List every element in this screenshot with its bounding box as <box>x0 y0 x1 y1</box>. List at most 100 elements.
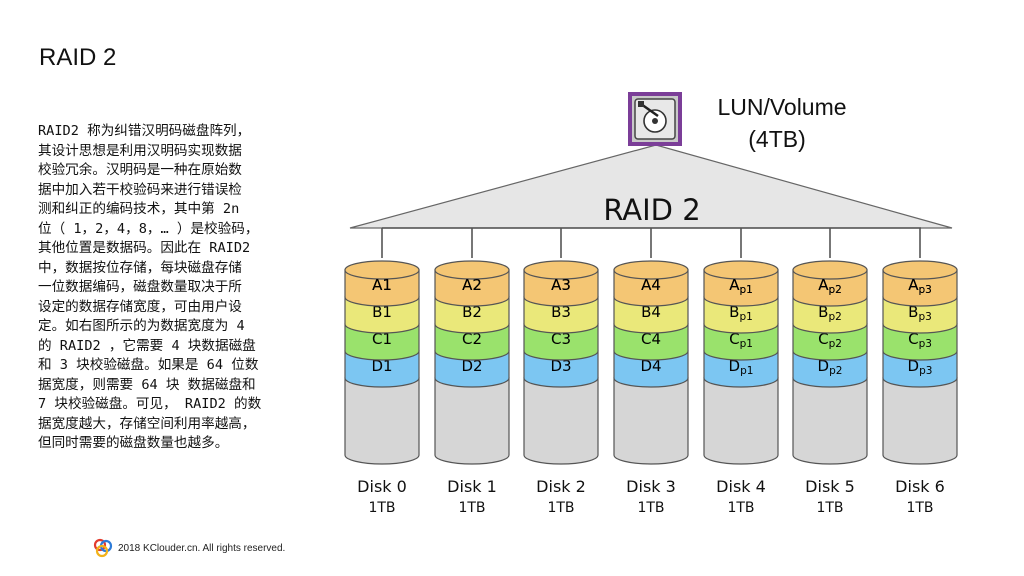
description-line: 位（ 1，2，4，8，… ）是校验码， <box>38 220 259 237</box>
block-label: Dp1 <box>729 357 754 377</box>
data-block <box>434 323 510 361</box>
disk-top <box>882 260 958 280</box>
page-title: RAID 2 <box>39 44 117 71</box>
lun-label-line1: LUN/Volume <box>717 94 846 120</box>
data-block <box>882 296 958 334</box>
description-line: 中，数据按位存储，每块磁盘存储 <box>38 259 242 276</box>
description-line: 其他位置是数据码。因此在 RAID2 <box>38 240 251 256</box>
disk-name-label: Disk 2 <box>536 477 586 496</box>
data-block <box>703 323 779 361</box>
block-label: C4 <box>641 330 661 348</box>
block-label: Ap3 <box>908 276 932 296</box>
disk-top <box>344 260 420 280</box>
data-block <box>344 350 420 388</box>
block-label: D2 <box>461 357 482 375</box>
block-label: Cp2 <box>818 330 842 350</box>
description-line: 7 块校验磁盘。可见， RAID2 的数 <box>38 396 262 412</box>
block-label: A1 <box>372 276 392 294</box>
description-line: 据宽度，则需要 64 块 数据磁盘和 <box>38 376 256 393</box>
disk-name-label: Disk 5 <box>805 477 855 496</box>
block-label: Ap3 <box>908 276 932 296</box>
disk-capacity-label: 1TB <box>547 500 574 516</box>
data-block <box>344 323 420 361</box>
block-label: B3 <box>551 303 571 321</box>
block-label: Ap2 <box>818 276 842 296</box>
disk-body <box>523 377 599 465</box>
description-line: 但同时需要的磁盘数量也越多。 <box>38 435 229 451</box>
description-line: RAID2 称为纠错汉明码磁盘阵列， <box>38 123 251 139</box>
disk-top <box>613 260 689 280</box>
disk-capacity-label: 1TB <box>637 500 664 516</box>
block-label: A2 <box>462 276 482 294</box>
disk-body <box>792 377 868 465</box>
disk-body <box>434 377 510 465</box>
block-label: C3 <box>551 330 571 348</box>
block-label: Bp1 <box>729 303 753 323</box>
description-line: 设定的数据存储宽度，可由用户设 <box>38 298 242 315</box>
description-line: 校验冗余。汉明码是一种在原始数 <box>38 162 242 178</box>
data-block <box>434 269 510 307</box>
description-line: 的 RAID2 ，它需要 4 块数据磁盘 <box>38 337 256 354</box>
disk-name-label: Disk 3 <box>626 477 676 496</box>
data-block <box>792 296 868 334</box>
data-block <box>792 350 868 388</box>
data-block <box>792 269 868 307</box>
block-label: A4 <box>641 276 661 294</box>
disk-top <box>703 260 779 280</box>
data-block <box>703 296 779 334</box>
data-block <box>703 269 779 307</box>
block-label: Bp3 <box>908 303 932 323</box>
block-label: C2 <box>462 330 482 348</box>
disk-body <box>703 377 779 465</box>
block-label: C1 <box>372 330 392 348</box>
disk-capacity-label: 1TB <box>816 500 843 516</box>
data-block <box>613 296 689 334</box>
array-label: RAID 2 <box>603 193 700 227</box>
description-text: RAID2 称为纠错汉明码磁盘阵列， 其设计思想是利用汉明码实现数据校验冗余。汉明… <box>38 122 313 454</box>
block-label: A3 <box>551 276 571 294</box>
description-line: 据中加入若干校验码来进行错误检 <box>38 181 242 198</box>
block-label: D4 <box>640 357 661 375</box>
block-label: Dp3 <box>908 357 933 377</box>
disk-body <box>344 377 420 465</box>
block-label: A3 <box>551 276 571 294</box>
block-label: A1 <box>372 276 392 294</box>
data-block <box>344 269 420 307</box>
block-label: Dp2 <box>818 357 843 377</box>
disk-name-label: Disk 4 <box>716 477 766 496</box>
block-label: D1 <box>371 357 392 375</box>
description-line: 其设计思想是利用汉明码实现数据 <box>38 142 242 159</box>
block-label: Ap1 <box>729 276 753 296</box>
block-label: Bp2 <box>818 303 842 323</box>
block-label: Cp1 <box>729 330 753 350</box>
description-line: 定。如右图所示的为数据宽度为 4 <box>38 318 245 334</box>
lun-label-line2: (4TB) <box>748 126 806 152</box>
data-block <box>523 350 599 388</box>
data-block <box>434 296 510 334</box>
block-label: Cp3 <box>908 330 932 350</box>
data-block <box>523 323 599 361</box>
description-line: 一位数据编码，磁盘数量取决于所 <box>38 279 242 295</box>
block-label: Ap1 <box>729 276 753 296</box>
data-block <box>523 296 599 334</box>
disk-body <box>882 377 958 465</box>
data-block <box>344 296 420 334</box>
block-label: A2 <box>462 276 482 294</box>
disk-capacity-label: 1TB <box>368 500 395 516</box>
disk-body <box>613 377 689 465</box>
footer: 2018 KClouder.cn. All rights reserved. <box>92 537 285 559</box>
disk-top <box>523 260 599 280</box>
description-line: 和 3 块校验磁盘。如果是 64 位数 <box>38 357 259 373</box>
data-block <box>613 323 689 361</box>
data-block <box>882 269 958 307</box>
disk-capacity-label: 1TB <box>906 500 933 516</box>
